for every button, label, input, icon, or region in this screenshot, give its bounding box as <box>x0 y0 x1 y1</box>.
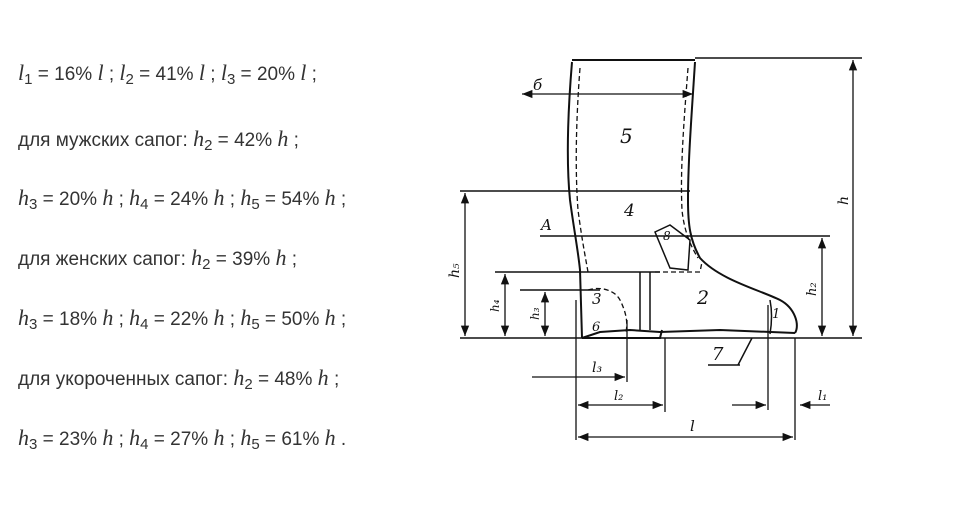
label-A: A <box>539 216 552 234</box>
leader-7 <box>737 337 753 366</box>
formula-mens-h3-h5: h3 = 20% h ; h4 = 24% h ; h5 = 54% h ; <box>18 185 347 213</box>
boot-dimension-diagram: б 5 4 A 8 2 3 6 1 7 h h₂ h₅ h₄ h₃ l₃ l₂ … <box>447 57 862 442</box>
short-label: для укороченных сапог: <box>18 369 229 390</box>
formula-short-h2: для укороченных сапог: h2 = 48% h ; <box>18 365 340 393</box>
label-b: б <box>533 76 543 94</box>
boot-shaft-back <box>566 61 583 339</box>
short-h4-value: 27% <box>170 429 209 450</box>
l2-value: 41% <box>155 64 194 85</box>
label-part5: 5 <box>620 124 633 148</box>
front-inner-seam <box>680 67 699 259</box>
shaft-inner-seam <box>575 67 589 273</box>
womens-label: для женских сапог: <box>18 249 186 270</box>
label-part4: 4 <box>623 201 635 221</box>
vamp-panel <box>639 272 651 330</box>
label-l: l <box>690 417 695 435</box>
l3-value: 20% <box>256 64 295 85</box>
part-8-region <box>654 224 691 271</box>
formula-l-ratios: l1 = 16% l ; l2 = 41% l ; l3 = 20% l ; <box>18 60 317 88</box>
mens-h2-value: 42% <box>234 130 273 151</box>
label-l1: l₁ <box>818 389 827 404</box>
formula-panel: l1 = 16% l ; l2 = 41% l ; l3 = 20% l ; д… <box>0 0 450 519</box>
formula-womens-h3-h5: h3 = 18% h ; h4 = 22% h ; h5 = 50% h ; <box>18 305 347 333</box>
boot-sole <box>581 328 796 339</box>
vamp-seam <box>655 261 703 273</box>
mens-h3-value: 20% <box>59 189 98 210</box>
mens-h5-value: 54% <box>281 189 320 210</box>
label-part2: 2 <box>696 287 709 309</box>
label-part7: 7 <box>712 344 724 365</box>
label-part3: 3 <box>592 290 602 308</box>
diagram-labels: б 5 4 A 8 2 3 6 1 7 h h₂ h₅ h₄ h₃ l₃ l₂ … <box>447 76 852 435</box>
label-h: h <box>836 196 852 205</box>
mens-label: для мужских сапог: <box>18 130 188 151</box>
formula-short-h3-h5: h3 = 23% h ; h4 = 27% h ; h5 = 61% h . <box>18 425 347 453</box>
boot-shaft-front <box>686 61 798 334</box>
l1-value: 16% <box>54 64 93 85</box>
label-h2: h₂ <box>805 282 820 296</box>
label-part6: 6 <box>592 320 600 335</box>
formula-mens-h2: для мужских сапог: h2 = 42% h ; <box>18 126 299 154</box>
label-l3: l₃ <box>592 360 602 376</box>
label-part1: 1 <box>772 307 780 322</box>
womens-h2-value: 39% <box>232 249 271 270</box>
part-boundaries <box>460 57 862 366</box>
mens-h4-value: 24% <box>170 189 209 210</box>
label-l2: l₂ <box>614 389 623 404</box>
label-h4: h₄ <box>488 299 502 312</box>
dimension-lines <box>460 60 858 442</box>
label-h3: h₃ <box>528 307 542 320</box>
label-h5: h₅ <box>447 263 463 278</box>
short-h3-value: 23% <box>59 429 98 450</box>
womens-h5-value: 50% <box>281 309 320 330</box>
boot-outline <box>566 59 798 339</box>
womens-h4-value: 22% <box>170 309 209 330</box>
label-part8: 8 <box>663 229 671 243</box>
formula-womens-h2: для женских сапог: h2 = 39% h ; <box>18 245 298 273</box>
short-h2-value: 48% <box>274 369 313 390</box>
toe-cap <box>769 299 773 335</box>
womens-h3-value: 18% <box>59 309 98 330</box>
short-h5-value: 61% <box>281 429 320 450</box>
